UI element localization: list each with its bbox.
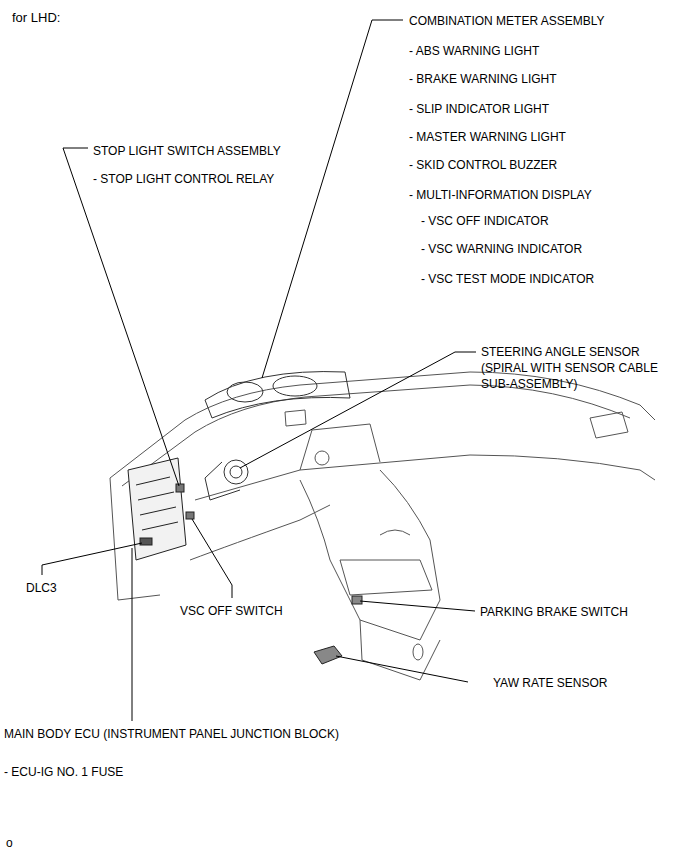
part-label: PARKING BRAKE SWITCH	[480, 604, 628, 620]
ecu-body	[128, 458, 186, 560]
part-label: - SLIP INDICATOR LIGHT	[409, 101, 549, 117]
part-label: STEERING ANGLE SENSOR (SPIRAL WITH SENSO…	[481, 344, 663, 392]
column	[205, 462, 240, 500]
dash-edge	[122, 385, 630, 486]
part-label: o	[6, 835, 13, 851]
part-label: - STOP LIGHT CONTROL RELAY	[93, 171, 274, 187]
leader-line	[336, 656, 468, 682]
part-label: MAIN BODY ECU (INSTRUMENT PANEL JUNCTION…	[4, 726, 339, 742]
leader-line	[132, 548, 133, 721]
dash-lower	[190, 505, 330, 560]
console-rear	[360, 620, 440, 680]
part-label: DLC3	[26, 580, 57, 596]
vsc-off-switch	[186, 512, 194, 519]
knob	[315, 451, 329, 465]
meter-dial	[273, 376, 317, 396]
center-console	[300, 470, 440, 640]
leader-line	[240, 352, 476, 468]
part-label: - ECU-IG NO. 1 FUSE	[4, 764, 123, 780]
part-label: - MULTI-INFORMATION DISPLAY	[409, 187, 592, 203]
sensors	[314, 596, 362, 664]
leader-line	[42, 543, 142, 575]
part-label: - BRAKE WARNING LIGHT	[409, 71, 557, 87]
part-label: STOP LIGHT SWITCH ASSEMBLY	[93, 143, 281, 159]
part-label: COMBINATION METER ASSEMBLY	[409, 13, 605, 29]
vent	[285, 410, 306, 426]
ecu-detail	[136, 477, 178, 530]
meter-hood	[205, 372, 350, 418]
combination-meter	[205, 372, 350, 418]
center-stack	[300, 424, 380, 470]
part-label: - VSC TEST MODE INDICATOR	[421, 271, 594, 287]
dlc3-connector	[140, 538, 152, 545]
console-hole	[413, 644, 423, 660]
leader-line	[192, 519, 232, 598]
console-armrest	[340, 560, 432, 595]
heading: for LHD:	[12, 10, 60, 26]
yaw-rate-sensor	[314, 646, 342, 664]
leader-line	[63, 148, 179, 486]
leader-lines	[42, 20, 476, 721]
part-label: VSC OFF SWITCH	[180, 603, 283, 619]
steering-column	[205, 460, 248, 500]
leader-line	[262, 20, 403, 378]
part-label: - ABS WARNING LIGHT	[409, 43, 539, 59]
part-label: - SKID CONTROL BUZZER	[409, 157, 557, 173]
dash-face	[195, 455, 655, 500]
part-label: - VSC OFF INDICATOR	[421, 213, 549, 229]
junction-block	[128, 458, 194, 560]
shift-boot	[380, 530, 410, 535]
vent	[590, 412, 628, 438]
parking-brake-switch	[352, 596, 362, 604]
dashboard-outline	[110, 372, 655, 680]
stop-light-switch	[176, 484, 184, 492]
leader-line	[360, 601, 475, 611]
meter-dial	[227, 382, 263, 402]
part-label: - VSC WARNING INDICATOR	[421, 241, 582, 257]
part-label: - MASTER WARNING LIGHT	[409, 129, 566, 145]
steering-sensor	[224, 460, 248, 484]
part-label: YAW RATE SENSOR	[493, 675, 607, 691]
